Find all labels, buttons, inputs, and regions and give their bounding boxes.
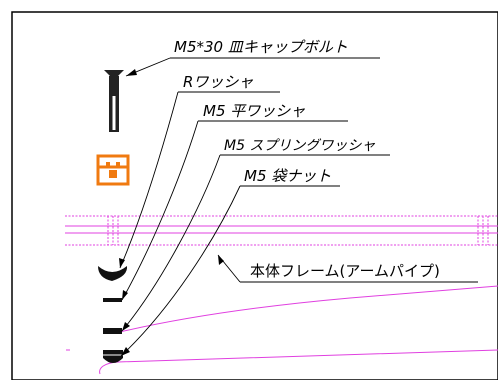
arrow-frame: [218, 255, 224, 265]
label-bolt: M5*30 皿キャップボルト: [174, 38, 348, 56]
label-cap-nut: M5 袋ナット: [244, 167, 331, 185]
label-frame: 本体フレーム(アームパイプ): [250, 262, 440, 280]
bracket-icon: [96, 154, 130, 186]
r-washer-icon: [98, 266, 128, 281]
countersunk-bolt-icon: [104, 70, 124, 132]
arrow-cap-nut: [121, 347, 130, 356]
arrowheads: [119, 69, 224, 356]
arrow-bolt: [126, 69, 137, 76]
label-flat-washer: M5 平ワッシャ: [203, 102, 305, 120]
leader-lines: [119, 57, 478, 357]
flat-washer-icon: [103, 298, 122, 302]
arrow-flat-washer: [122, 290, 128, 300]
drawing-border: [11, 11, 498, 380]
cap-nut-icon: [103, 350, 123, 363]
arrow-spring-washer: [122, 322, 130, 331]
frame-outline: [65, 215, 498, 375]
label-r-washer: Rワッシャ: [183, 73, 253, 91]
label-spring-washer: M5 スプリングワッシャ: [224, 138, 375, 154]
arrow-r-washer: [119, 258, 125, 268]
spring-washer-icon: [103, 328, 122, 334]
